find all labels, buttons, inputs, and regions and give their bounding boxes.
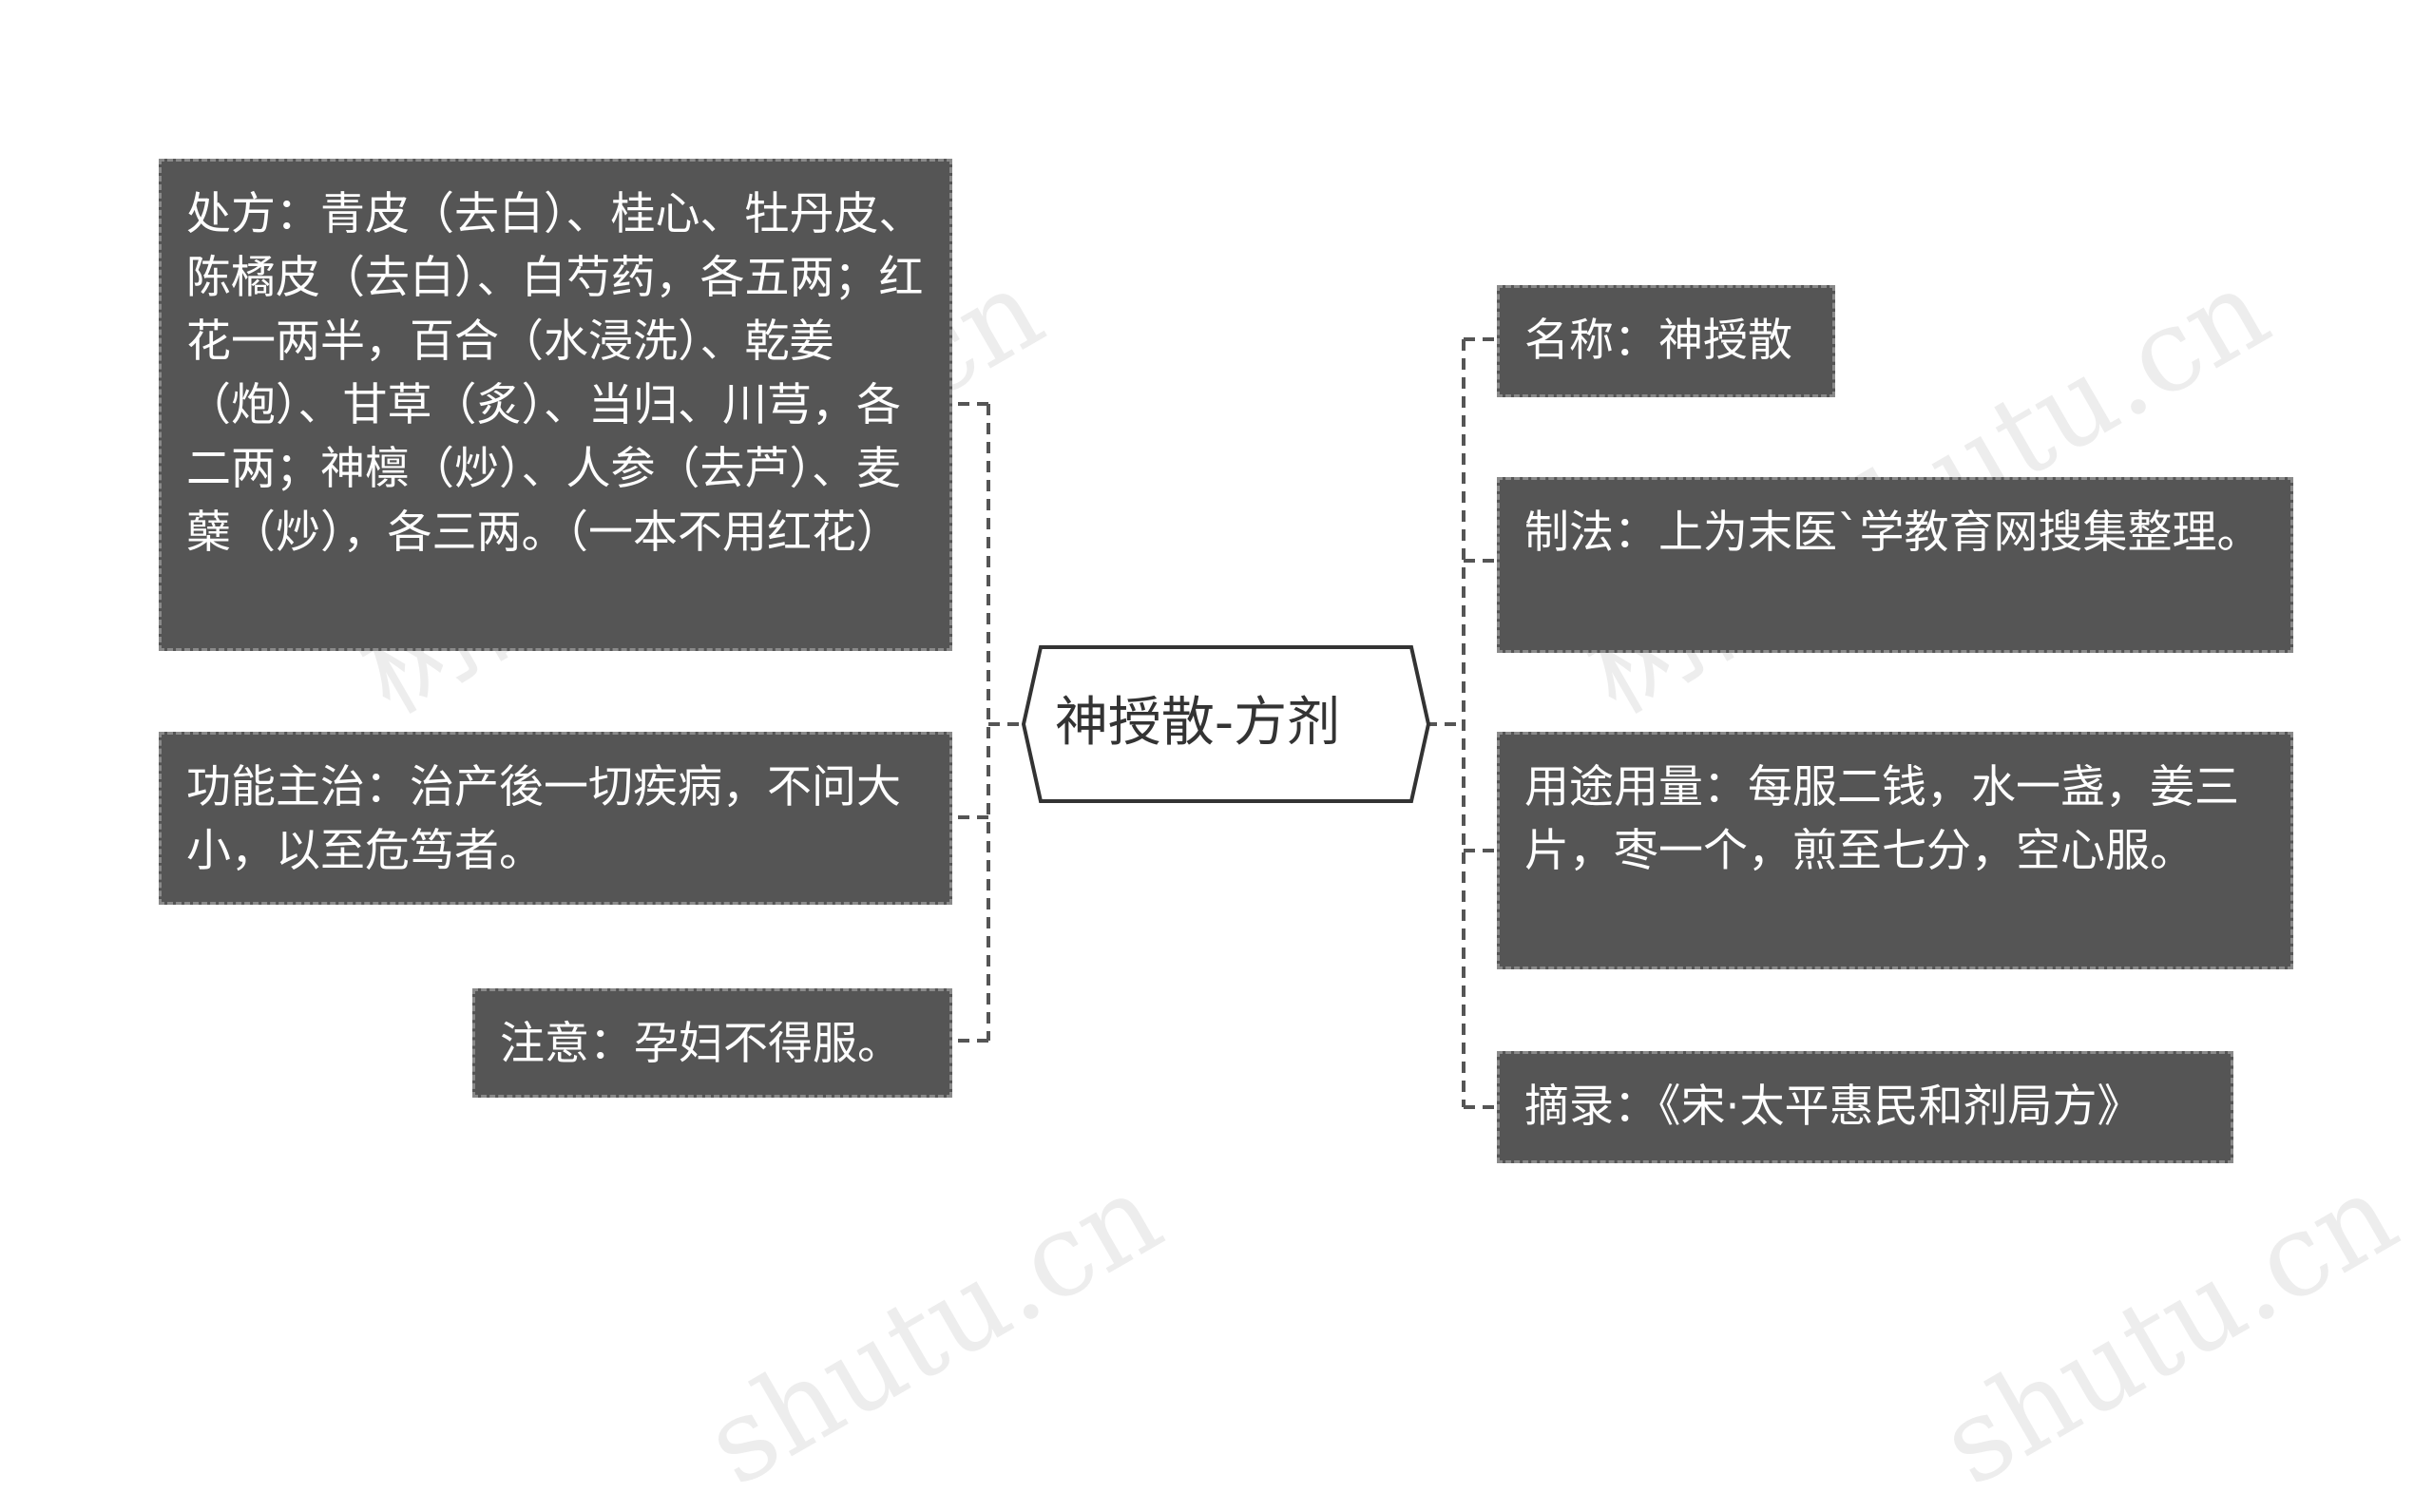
- left-connector-lines: [952, 402, 1026, 1043]
- node-method[interactable]: 制法：上为末医`学教育网搜集整理。: [1497, 477, 2293, 653]
- center-hexagon: [1021, 645, 1431, 803]
- mind-map-connectors: [952, 337, 1497, 1109]
- center-topic[interactable]: 神授散-方剂: [1054, 692, 1341, 754]
- right-connector-lines: [1426, 337, 1497, 1109]
- node-function[interactable]: 功能主治：治产後一切疾病，不问大小，以至危笃者。: [159, 732, 952, 905]
- node-usage[interactable]: 用途用量：每服二钱，水一盏，姜三片，枣一个，煎至七分，空心服。: [1497, 732, 2293, 969]
- node-source[interactable]: 摘录：《宋·太平惠民和剂局方》: [1497, 1051, 2233, 1163]
- node-prescription[interactable]: 处方：青皮（去白）、桂心、牡丹皮、陈橘皮（去白）、白芍药，各五两；红花一两半，百…: [159, 159, 952, 651]
- node-name[interactable]: 名称：神授散: [1497, 285, 1835, 397]
- node-caution[interactable]: 注意：孕妇不得服。: [472, 988, 952, 1098]
